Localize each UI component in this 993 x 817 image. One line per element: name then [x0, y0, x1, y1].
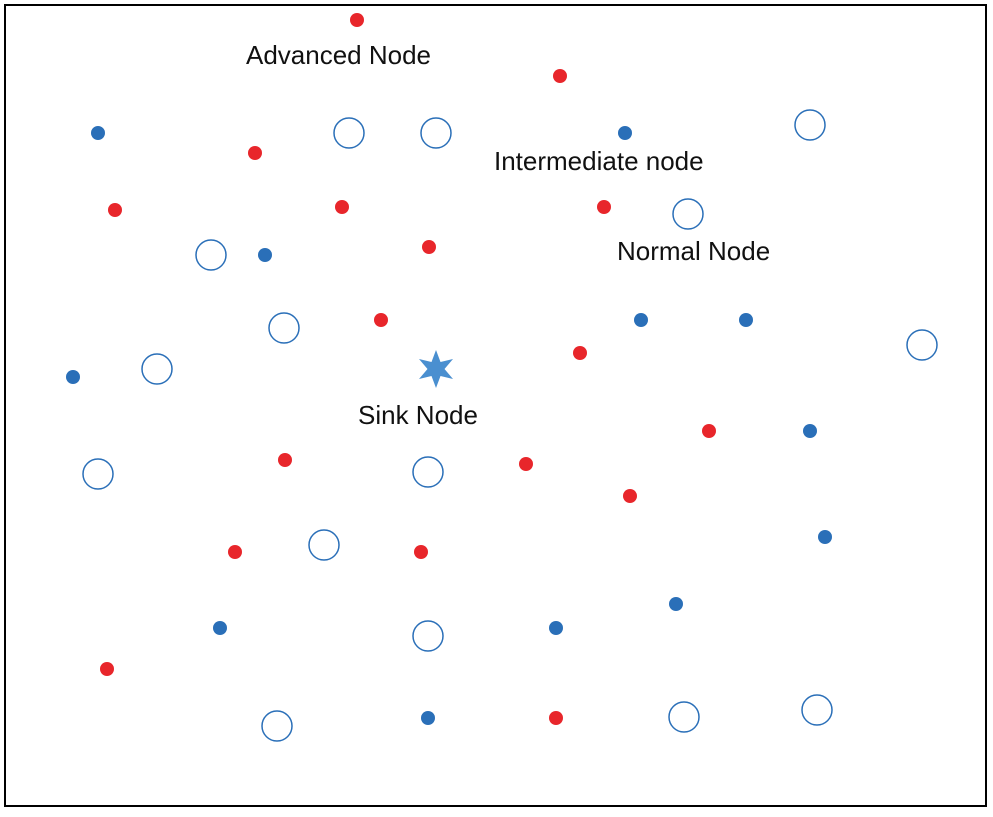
advanced-node-dot [335, 200, 349, 214]
advanced-node-dot [228, 545, 242, 559]
advanced-node-dot [108, 203, 122, 217]
normal-node-circle [794, 109, 826, 141]
intermediate-node-dot [66, 370, 80, 384]
intermediate-node-dot [258, 248, 272, 262]
normal-node-circle [195, 239, 227, 271]
diagram-frame [4, 4, 987, 807]
normal-node-circle [261, 710, 293, 742]
intermediate-node-dot [91, 126, 105, 140]
normal-node-circle [906, 329, 938, 361]
advanced-node-dot [278, 453, 292, 467]
intermediate-node-dot [803, 424, 817, 438]
normal-nodes-group [82, 109, 938, 742]
normal-node-circle [672, 198, 704, 230]
advanced-node-dot [573, 346, 587, 360]
advanced-node-dot [623, 489, 637, 503]
normal-node-circle [801, 694, 833, 726]
intermediate-node-dot [818, 530, 832, 544]
advanced-node-dot [597, 200, 611, 214]
intermediate-node-dot [421, 711, 435, 725]
advanced-node-dot [702, 424, 716, 438]
normal-node-circle [333, 117, 365, 149]
advanced-node-dot [553, 69, 567, 83]
advanced-nodes-group [100, 13, 716, 725]
intermediate-node-dot [549, 621, 563, 635]
intermediate-node-dot [669, 597, 683, 611]
intermediate-node-dot [634, 313, 648, 327]
normal-node-circle [82, 458, 114, 490]
advanced-node-dot [374, 313, 388, 327]
normal-node-circle [268, 312, 300, 344]
sink-node-label: Sink Node [358, 400, 478, 430]
intermediate-nodes-group [66, 126, 832, 725]
intermediate-node-dot [618, 126, 632, 140]
normal-node-circle [420, 117, 452, 149]
advanced-node-dot [248, 146, 262, 160]
advanced-node-dot [519, 457, 533, 471]
intermediate-node-dot [213, 621, 227, 635]
normal-node-circle [412, 456, 444, 488]
intermediate-node-dot [739, 313, 753, 327]
sink-node-star-icon [419, 350, 453, 388]
advanced-node-dot [422, 240, 436, 254]
advanced-node-dot [414, 545, 428, 559]
normal-node-label: Normal Node [617, 236, 770, 266]
advanced-node-label: Advanced Node [246, 40, 431, 70]
advanced-node-dot [100, 662, 114, 676]
normal-node-circle [412, 620, 444, 652]
normal-node-circle [308, 529, 340, 561]
intermediate-node-label: Intermediate node [494, 146, 704, 176]
normal-node-circle [141, 353, 173, 385]
normal-node-circle [668, 701, 700, 733]
advanced-node-dot [549, 711, 563, 725]
advanced-node-dot [350, 13, 364, 27]
